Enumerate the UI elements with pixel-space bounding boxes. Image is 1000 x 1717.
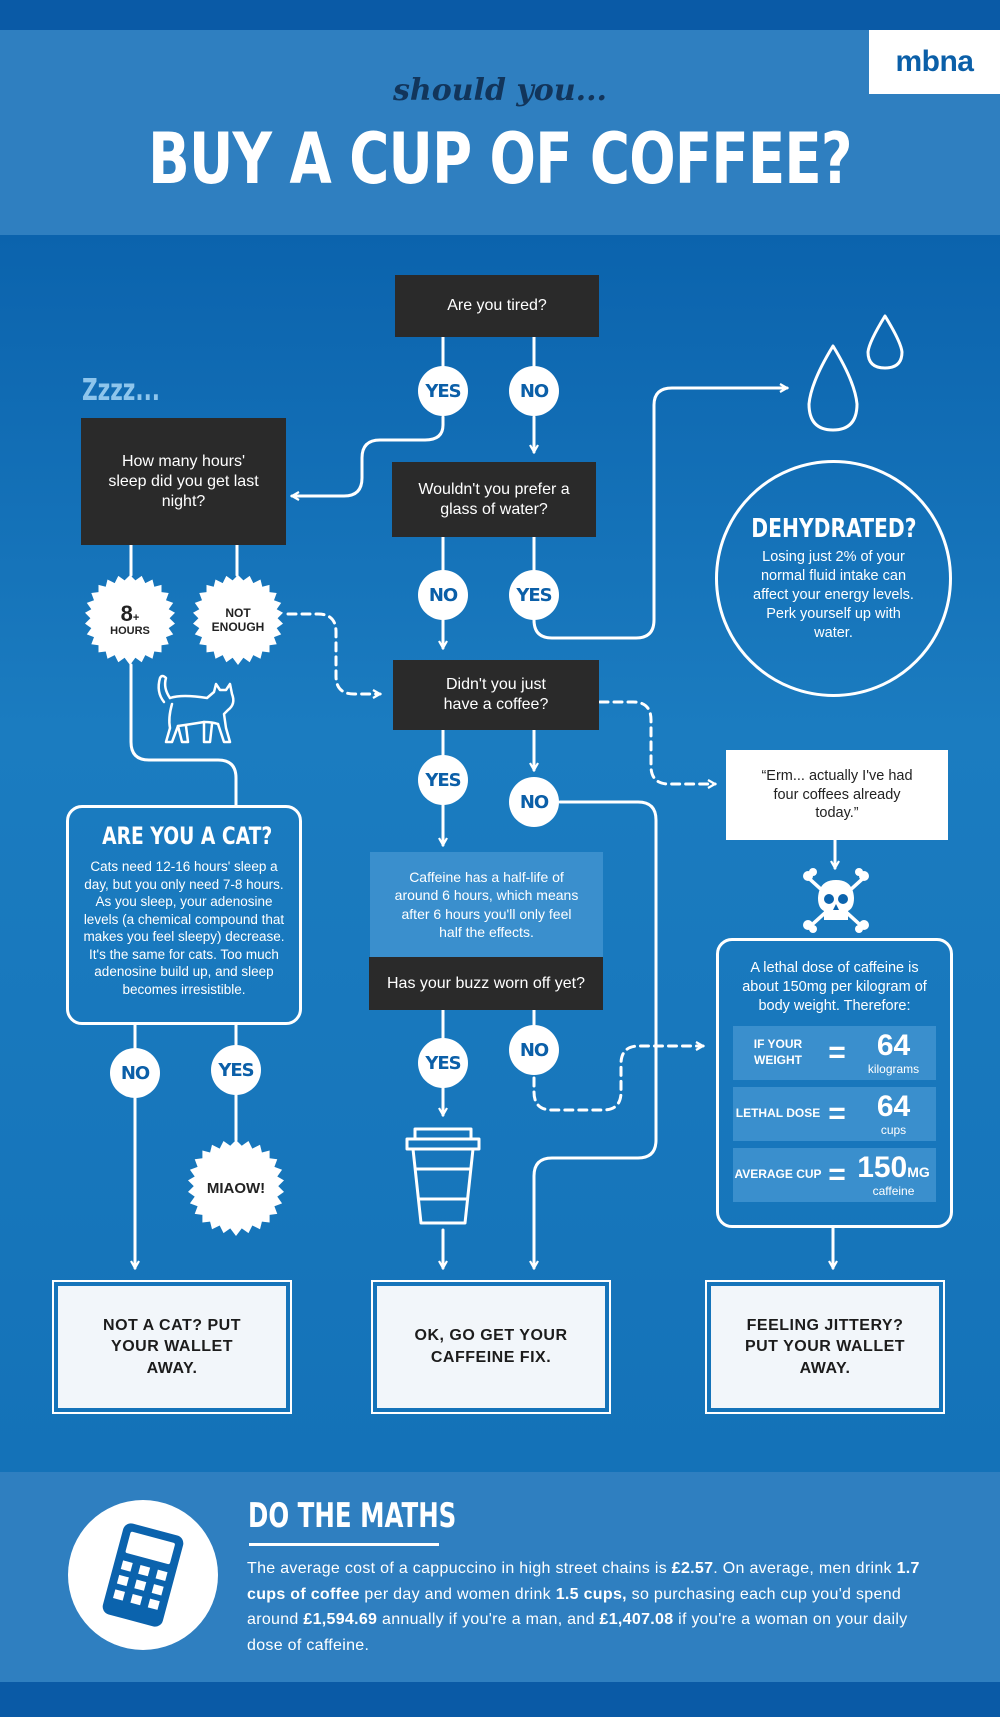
maths-text-3: per day and women drink bbox=[359, 1585, 556, 1603]
connector-notenough-to-coffee bbox=[286, 612, 380, 694]
connector-water-yes-to-droplets bbox=[532, 388, 787, 640]
connector-buzz-no-to-lethal bbox=[532, 1046, 703, 1112]
maths-bold-women-cups: 1.5 cups, bbox=[555, 1585, 627, 1603]
dehydrated-circle: DEHYDRATED? Losing just 2% of your norma… bbox=[715, 460, 952, 697]
no-buzz: NO bbox=[509, 1025, 559, 1075]
top-band bbox=[0, 0, 1000, 30]
maths-text-1: The average cost of a cappuccino in high… bbox=[247, 1560, 672, 1577]
maths-text-2: . On average, men drink bbox=[713, 1560, 897, 1577]
no-coffee: NO bbox=[509, 777, 559, 827]
maths-text-6: if you're a woman on your daily dose of … bbox=[247, 1611, 908, 1654]
burst-8-hours: 8+ HOURS bbox=[85, 575, 175, 665]
end-text-not-a-cat: NOT A CAT? PUT YOUR WALLET AWAY. bbox=[58, 1286, 286, 1408]
calc-unit-weight: kilograms bbox=[867, 1061, 920, 1076]
halflife-info-box: Caffeine has a half-life of around 6 hou… bbox=[370, 852, 603, 957]
question-buzz-worn-off: Has your buzz worn off yet? bbox=[369, 957, 603, 1010]
dehydrated-text: Losing just 2% of your normal fluid inta… bbox=[753, 549, 914, 641]
maths-bold-women-annual: £1,407.08 bbox=[599, 1611, 674, 1629]
calc-equals-cup: = bbox=[828, 1157, 846, 1191]
calc-number-weight: 64 bbox=[876, 1028, 911, 1062]
quote-box: “Erm... actually I've had four coffees a… bbox=[726, 750, 948, 840]
calc-number-dose: 64 bbox=[876, 1089, 911, 1123]
question-glass-of-water: Wouldn't you prefer a glass of water? bbox=[392, 462, 596, 537]
calc-unit-dose: cups bbox=[880, 1122, 907, 1137]
maths-title-underline bbox=[249, 1543, 439, 1546]
maths-bold-men-cups: 1.7 cups of coffee bbox=[247, 1560, 920, 1603]
are-you-a-cat-box: ARE YOU A CAT? Cats need 12-16 hours' sl… bbox=[66, 805, 302, 1025]
coffee-cup-icon bbox=[405, 1127, 481, 1225]
calc-equals-weight: = bbox=[828, 1035, 846, 1069]
connector-coffee-no-to-goget bbox=[534, 800, 658, 1268]
calc-unit-cup: caffeine bbox=[872, 1183, 915, 1198]
dehydrated-title: DEHYDRATED? bbox=[750, 514, 917, 545]
maths-bold-price: £2.57 bbox=[671, 1560, 714, 1577]
calc-suffix-cup: MG bbox=[907, 1163, 930, 1180]
calc-label-dose: LETHAL DOSE bbox=[735, 1105, 821, 1120]
end-box-not-a-cat: NOT A CAT? PUT YOUR WALLET AWAY. bbox=[52, 1280, 292, 1414]
maths-text-5: annually if you're a man, and bbox=[377, 1611, 600, 1629]
yes-cat: YES bbox=[211, 1045, 261, 1095]
calc-value-cup: 150MG caffeine bbox=[851, 1150, 936, 1198]
header-section bbox=[0, 30, 1000, 235]
mbna-logo[interactable]: mbna bbox=[869, 30, 1000, 94]
calculator-icon bbox=[102, 1523, 184, 1627]
end-box-go-get: OK, GO GET YOUR CAFFEINE FIX. bbox=[371, 1280, 611, 1414]
cat-box-title: ARE YOU A CAT? bbox=[102, 822, 273, 850]
maths-title: DO THE MATHS bbox=[248, 1496, 457, 1536]
no-tired: NO bbox=[509, 366, 559, 416]
water-droplets-icon bbox=[807, 314, 904, 432]
burst-not-enough: NOT ENOUGH bbox=[193, 575, 283, 665]
calc-label-cup: AVERAGE CUP bbox=[734, 1166, 822, 1181]
yes-coffee: YES bbox=[418, 755, 468, 805]
cat-box-text: Cats need 12-16 hours' sleep a day, but … bbox=[83, 859, 285, 997]
connector-8h-to-cat bbox=[129, 663, 238, 807]
connector-coffee-to-quote bbox=[598, 700, 715, 784]
page-subtitle: should you... bbox=[393, 73, 607, 108]
zzz-text: Zzzz... bbox=[82, 373, 160, 408]
halflife-text: Caffeine has a half-life of around 6 hou… bbox=[394, 869, 579, 940]
yes-tired: YES bbox=[418, 366, 468, 416]
lethal-dose-box: A lethal dose of caffeine is about 150mg… bbox=[716, 938, 953, 1228]
eight-hours-label: HOURS bbox=[110, 625, 150, 637]
maths-paragraph: The average cost of a cappuccino in high… bbox=[247, 1556, 937, 1658]
calc-equals-dose: = bbox=[828, 1096, 846, 1130]
maths-bold-men-annual: £1,594.69 bbox=[303, 1611, 378, 1629]
end-box-jittery: FEELING JITTERY? PUT YOUR WALLET AWAY. bbox=[705, 1280, 945, 1414]
page-title: BUY A CUP OF COFFEE? bbox=[148, 118, 852, 200]
lethal-intro: A lethal dose of caffeine is about 150mg… bbox=[742, 960, 927, 1014]
yes-water: YES bbox=[509, 570, 559, 620]
cat-icon bbox=[157, 674, 235, 744]
eight-number: 8 bbox=[120, 601, 133, 626]
yes-buzz: YES bbox=[418, 1038, 468, 1088]
bottom-band bbox=[0, 1682, 1000, 1717]
end-text-go-get: OK, GO GET YOUR CAFFEINE FIX. bbox=[377, 1286, 605, 1408]
skull-crossbones-icon bbox=[803, 868, 869, 933]
end-text-jittery: FEELING JITTERY? PUT YOUR WALLET AWAY. bbox=[711, 1286, 939, 1408]
no-cat: NO bbox=[110, 1048, 160, 1098]
eight-plus: + bbox=[132, 612, 140, 624]
burst-miaow: MIAOW! bbox=[188, 1140, 284, 1236]
no-water: NO bbox=[418, 570, 468, 620]
question-just-had-coffee: Didn't you just have a coffee? bbox=[393, 660, 599, 730]
question-are-you-tired: Are you tired? bbox=[395, 275, 599, 337]
calc-row-cup: AVERAGE CUP = 150MG caffeine bbox=[733, 1147, 936, 1202]
question-hours-sleep: How many hours' sleep did you get last n… bbox=[81, 418, 286, 545]
calc-label-weight: IF YOUR WEIGHT bbox=[753, 1036, 803, 1067]
maths-text-4: so purchasing each cup you'd spend aroun… bbox=[247, 1585, 902, 1629]
calc-number-cup: 150 bbox=[857, 1150, 908, 1184]
connector-yes-to-sleep bbox=[292, 415, 445, 496]
quote-text: “Erm... actually I've had four coffees a… bbox=[761, 767, 913, 822]
